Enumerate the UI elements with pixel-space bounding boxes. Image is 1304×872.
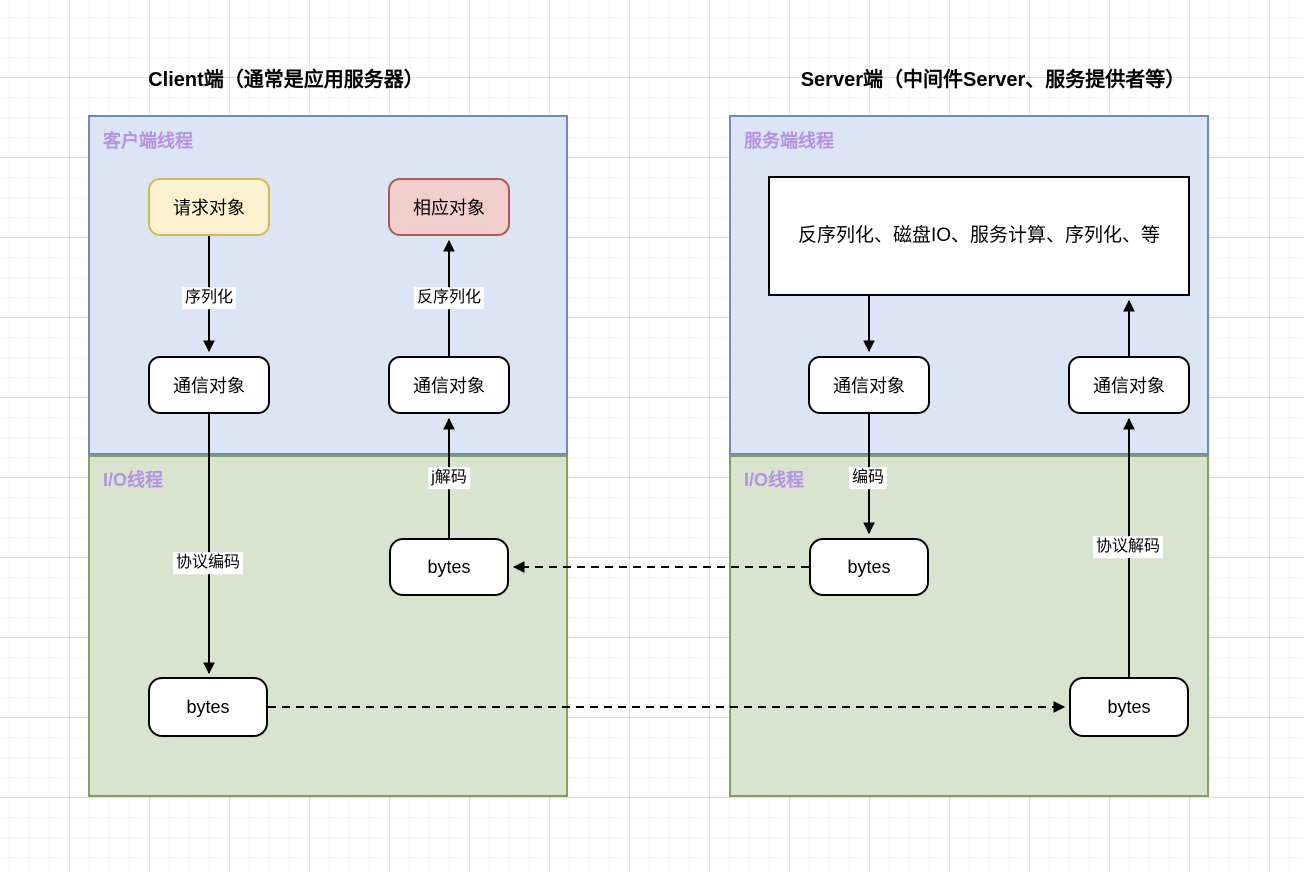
request-object-node: 请求对象 <box>148 178 270 236</box>
client-bytes-node-mid: bytes <box>389 538 509 596</box>
serialize-edge-label: 序列化 <box>181 287 237 309</box>
server-thread-label: 服务端线程 <box>744 131 834 151</box>
protocol-decode-edge-label: 协议解码 <box>1092 536 1164 558</box>
client-bytes-node-bottom: bytes <box>148 677 268 737</box>
server-process-node: 反序列化、磁盘IO、服务计算、序列化、等 <box>768 176 1190 296</box>
protocol-encode-edge-label: 协议编码 <box>172 552 244 574</box>
client-side-title: Client端（通常是应用服务器） <box>148 69 424 91</box>
client-io-label: I/O线程 <box>103 470 164 490</box>
client-comm-object-node-left: 通信对象 <box>148 356 270 414</box>
decode-edge-label: j解码 <box>428 467 470 489</box>
server-io-label: I/O线程 <box>744 470 805 490</box>
client-thread-label: 客户端线程 <box>103 131 193 151</box>
client-io-panel <box>88 455 568 797</box>
deserialize-edge-label: 反序列化 <box>413 287 485 309</box>
server-comm-object-node-right: 通信对象 <box>1068 356 1190 414</box>
server-bytes-node-bottom: bytes <box>1069 677 1189 737</box>
server-comm-object-node-left: 通信对象 <box>808 356 930 414</box>
client-comm-object-node-right: 通信对象 <box>388 356 510 414</box>
server-bytes-node-mid: bytes <box>809 538 929 596</box>
server-side-title: Server端（中间件Server、服务提供者等） <box>800 69 1186 91</box>
response-object-node: 相应对象 <box>388 178 510 236</box>
encode-edge-label: 编码 <box>848 467 888 489</box>
